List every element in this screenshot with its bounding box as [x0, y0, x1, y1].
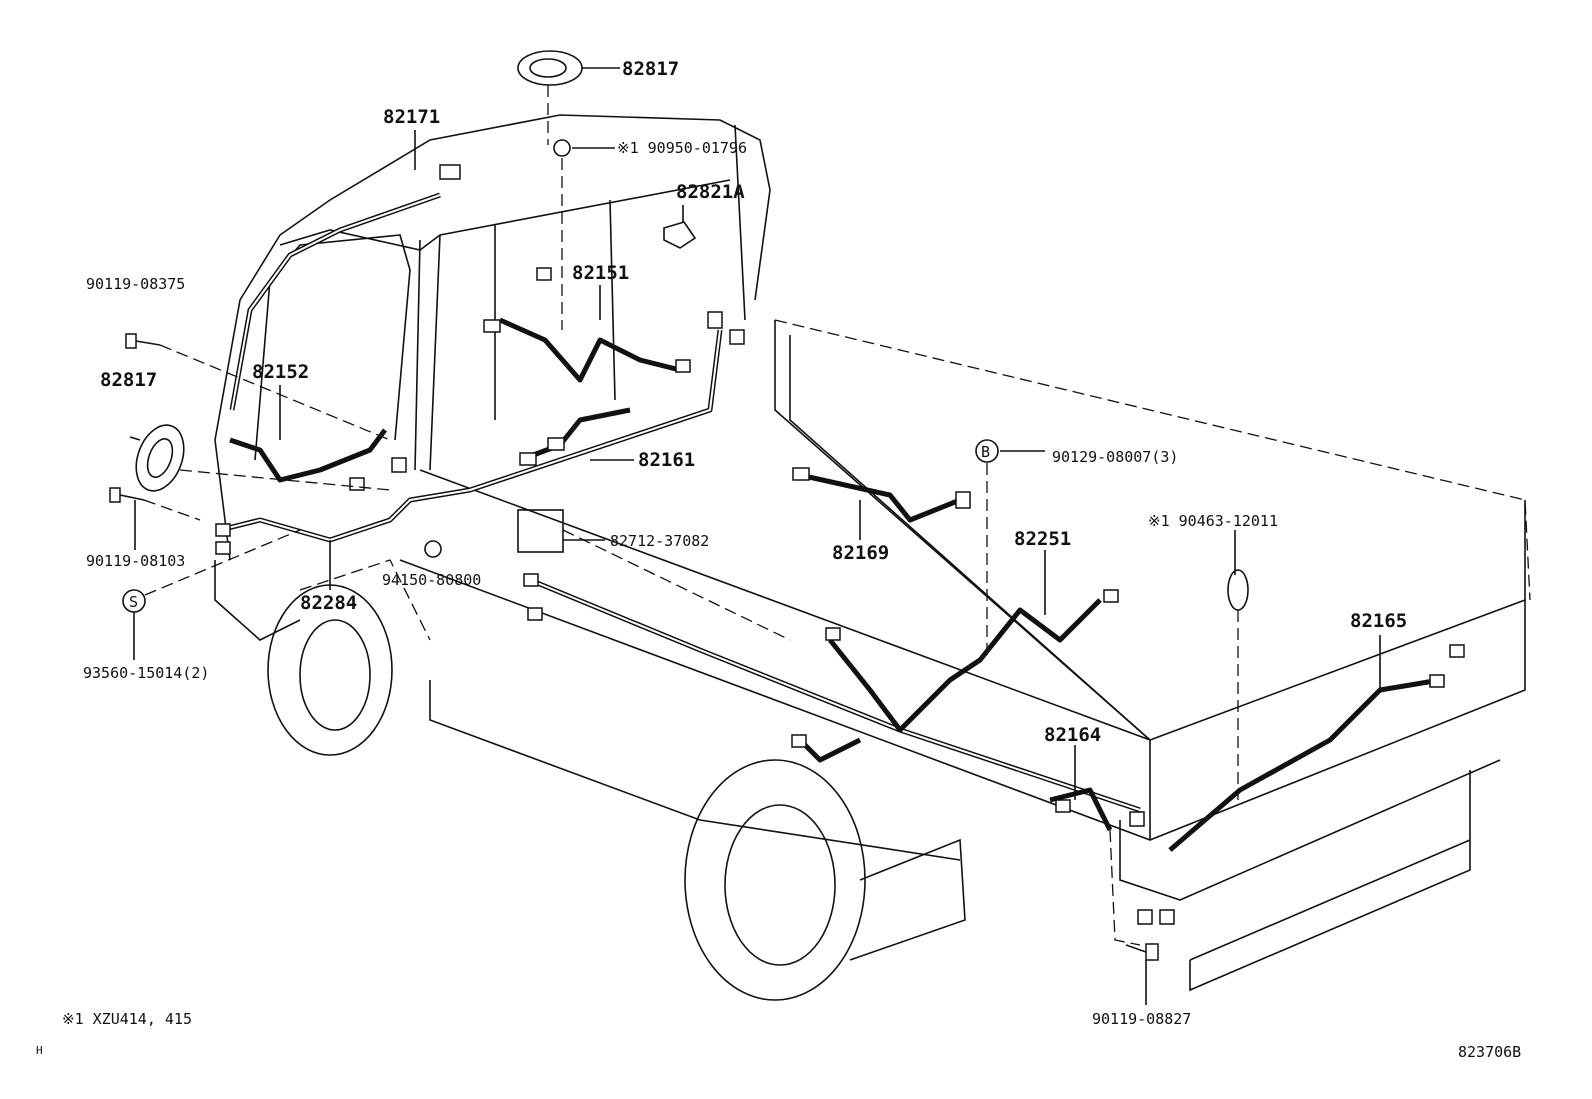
label-90119-08375: 90119-08375: [86, 275, 185, 293]
marker-s-letter: S: [129, 593, 138, 611]
label-90119-08103: 90119-08103: [86, 552, 185, 570]
module-82712: [517, 509, 564, 553]
label-94150-80800: 94150-80800: [382, 571, 481, 589]
marker-b-letter: B: [981, 443, 990, 461]
label-82151: 82151: [572, 262, 629, 284]
rear-wheel: [684, 759, 966, 1001]
label-82169: 82169: [832, 542, 889, 564]
truck-cab-outline: [214, 114, 771, 641]
label-90129-08007: 90129-08007(3): [1052, 448, 1178, 466]
truck-bed-outline: [399, 319, 1531, 992]
label-82171: 82171: [383, 106, 440, 128]
label-90950-01796: ※1 90950-01796: [617, 139, 747, 157]
label-82817-top: 82817: [622, 58, 679, 80]
label-90119-08827: 90119-08827: [1092, 1010, 1191, 1028]
band-90463: [1227, 569, 1249, 611]
leader-lines: [129, 67, 1381, 1005]
connectors: [215, 164, 1465, 925]
relay-82821A: [663, 221, 697, 249]
wiring-harnesses: [219, 192, 1441, 852]
label-82161: 82161: [638, 449, 695, 471]
drawing-code: 823706B: [1458, 1043, 1521, 1061]
marker-b: B: [975, 439, 999, 463]
clip-94150: [424, 540, 442, 558]
label-82165: 82165: [1350, 610, 1407, 632]
grommet-82817-top: [517, 50, 583, 86]
label-82821A: 82821A: [676, 181, 745, 203]
label-82164: 82164: [1044, 724, 1101, 746]
label-82284: 82284: [300, 592, 357, 614]
marker-s: S: [122, 589, 146, 613]
label-90463-12011: ※1 90463-12011: [1148, 512, 1278, 530]
label-82152: 82152: [252, 361, 309, 383]
footnote: ※1 XZU414, 415: [62, 1010, 192, 1028]
bolt-90119-08375: [125, 333, 161, 349]
scale-mark: H: [36, 1044, 43, 1057]
grommet-82817-left: [135, 424, 185, 492]
bolt-90119-08103: [109, 487, 145, 503]
label-82817-left: 82817: [100, 369, 157, 391]
label-82251: 82251: [1014, 528, 1071, 550]
clip-90950: [553, 139, 571, 157]
label-93560-15014: 93560-15014(2): [83, 664, 209, 682]
label-82712-37082: 82712-37082: [610, 532, 709, 550]
front-wheel: [267, 559, 431, 756]
bolt-90119-08827: [1125, 943, 1159, 961]
